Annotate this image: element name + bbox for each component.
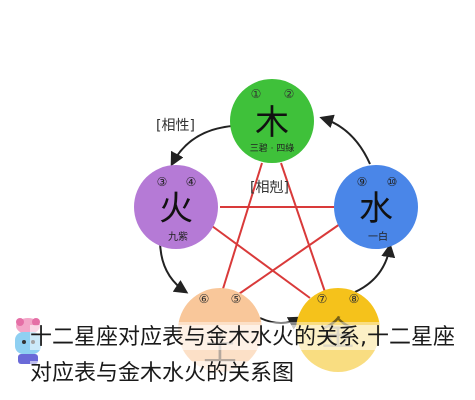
water-num-left: ⑨ [357, 175, 368, 189]
node-fire: ③ ④ 火 九紫 [134, 165, 218, 249]
wood-circle [230, 79, 314, 163]
cycle-arrow-water-to-wood [319, 114, 371, 165]
water-circle [334, 165, 418, 249]
wood-label: 三碧 · 四綠 [250, 142, 295, 154]
fire-char: 火 [159, 189, 193, 229]
star-line-water-earth [235, 223, 341, 297]
star-line-fire-metal [211, 225, 311, 299]
earth-num-left: ⑥ [199, 292, 210, 306]
caption-text: 十二星座对应表与金木水火的关系,十二星座对应表与金木水火的关系图 [30, 320, 470, 392]
wood-char: 木 [255, 103, 289, 143]
fire-label: 九紫 [168, 231, 188, 243]
fire-circle [134, 165, 218, 249]
overcoming-label: [相剋] [250, 180, 289, 196]
wood-num-right: ② [284, 87, 295, 101]
overcoming-star [211, 162, 341, 299]
cycle-arrow-metal-to-water [354, 243, 396, 293]
node-water: ⑨ ⑩ 水 一白 [334, 165, 418, 249]
metal-num-right: ⑧ [349, 292, 360, 306]
water-num-right: ⑩ [387, 175, 398, 189]
water-char: 水 [359, 189, 393, 229]
earth-num-right: ⑤ [231, 292, 242, 306]
generating-label: [相性] [156, 118, 195, 134]
wood-num-left: ① [251, 87, 262, 101]
water-label: 一白 [368, 230, 388, 243]
star-line-wood-earth [221, 162, 263, 293]
fire-num-right: ④ [186, 175, 197, 189]
cycle-arrow-wood-to-fire [170, 125, 233, 167]
metal-num-left: ⑦ [317, 292, 328, 306]
caption-text-span: 十二星座对应表与金木水火的关系,十二星座对应表与金木水火的关系图 [30, 325, 455, 386]
fire-num-left: ③ [157, 175, 168, 189]
node-wood: ① ② 木 三碧 · 四綠 [230, 79, 314, 163]
cycle-arrow-earth-to-metal [259, 316, 303, 330]
star-line-wood-metal [280, 162, 326, 293]
